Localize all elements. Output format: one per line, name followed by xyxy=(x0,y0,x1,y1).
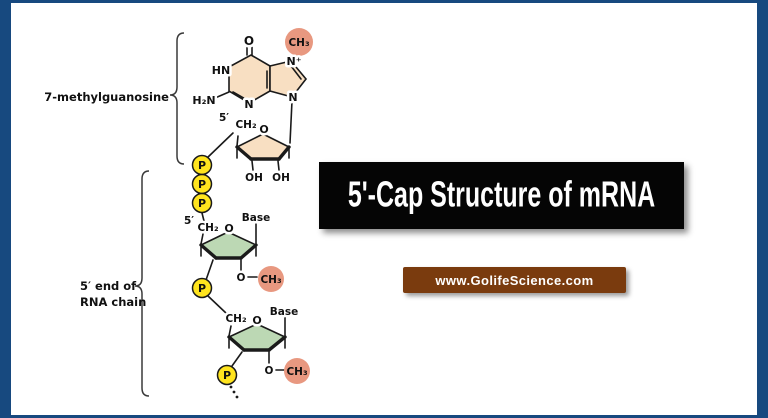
oh-2prime: OH xyxy=(245,172,263,184)
website-banner: www.GolifeScience.com xyxy=(403,267,626,293)
atom-o6: O xyxy=(244,34,254,48)
five-prime-cap: 5′ xyxy=(219,112,229,124)
methyl-circle-2ome-1 xyxy=(258,266,284,292)
ome-ch3-nt1: CH₃ xyxy=(260,274,281,286)
ome-ch3-nt2: CH₃ xyxy=(286,366,307,378)
label-methylguanosine: 7-methylguanosine xyxy=(44,90,169,104)
atom-amino: H₂N xyxy=(192,94,215,107)
label-rna-end-line1: 5′ end of xyxy=(80,279,137,293)
phosphate-1 xyxy=(191,277,213,299)
ch2-nt1: CH₂ xyxy=(197,222,218,234)
phosphate-2 xyxy=(216,364,238,386)
p-label-5: P xyxy=(223,369,231,382)
bracket-rna-chain xyxy=(134,170,150,397)
ome-o-nt2: O xyxy=(265,365,274,377)
guanine-ring xyxy=(228,54,308,104)
ribose-guanosine xyxy=(237,134,289,159)
oh-3prime: OH xyxy=(272,172,290,184)
ch2-cap: CH₂ xyxy=(235,119,256,131)
atom-n1: HN xyxy=(212,64,230,77)
atom-n7: N⁺ xyxy=(286,55,301,68)
p-label-4: P xyxy=(198,282,206,295)
chain-continuation-dots xyxy=(229,385,239,399)
ring-o-nt2: O xyxy=(252,314,261,327)
methyl-circle-cap xyxy=(285,28,313,56)
p-label-2: P xyxy=(198,178,206,191)
base-nt1: Base xyxy=(242,212,270,224)
ome-o-nt1: O xyxy=(237,272,246,284)
bond-lines xyxy=(199,46,302,371)
ring-o-cap: O xyxy=(259,123,268,136)
atom-n3: N xyxy=(244,98,253,111)
cap-methyl-label: CH₃ xyxy=(288,37,309,49)
triphosphate-bridge xyxy=(191,154,213,214)
methyl-circle-2ome-2 xyxy=(284,358,310,384)
ch2-nt2: CH₂ xyxy=(225,313,246,325)
title-banner: 5'-Cap Structure of mRNA xyxy=(319,162,684,229)
bracket-methylguanosine xyxy=(169,32,185,165)
five-prime-nt1: 5′ xyxy=(184,215,194,227)
website-banner-text: www.GolifeScience.com xyxy=(435,272,594,288)
p-label-1: P xyxy=(198,159,206,172)
p-label-3: P xyxy=(198,197,206,210)
label-rna-end-line2: RNA chain xyxy=(80,295,146,309)
base-nt2: Base xyxy=(270,306,298,318)
atom-n9: N xyxy=(288,91,297,104)
title-banner-text: 5'-Cap Structure of mRNA xyxy=(347,174,656,216)
ring-o-nt1: O xyxy=(224,222,233,235)
